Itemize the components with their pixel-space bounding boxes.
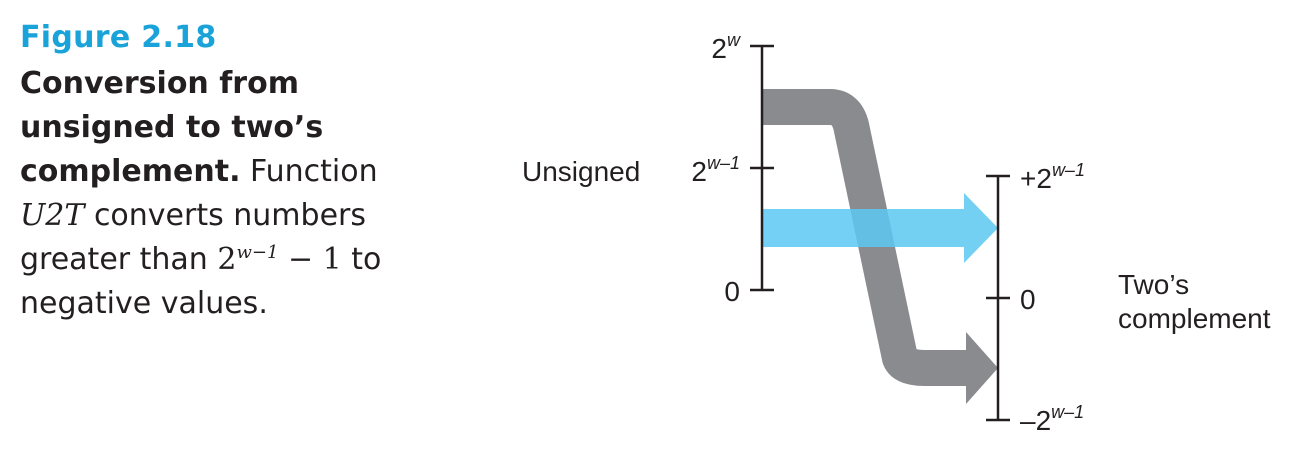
twos-complement-axis <box>986 174 1010 422</box>
right-tick-minus-2w-1: –2w–1 <box>1020 402 1084 436</box>
right-tick-minus-2w-1-base: –2 <box>1020 405 1051 436</box>
caption-text-function: Function <box>250 154 378 189</box>
caption-text-mid: converts numbers greater than <box>20 198 366 277</box>
unsigned-axis <box>750 44 774 292</box>
left-tick-2w-1: 2w–1 <box>691 153 740 187</box>
right-tick-zero: 0 <box>1020 284 1036 315</box>
left-tick-2w: 2w <box>711 30 741 64</box>
right-tick-minus-2w-1-exp: w–1 <box>1051 402 1084 422</box>
threshold-expression: 2w−1 − 1 <box>217 242 341 277</box>
gray-arrowhead <box>966 332 998 404</box>
function-name: U2T <box>20 198 85 233</box>
left-tick-2w-exp: w <box>727 30 741 50</box>
twos-complement-axis-title-line2: complement <box>1118 303 1271 334</box>
caption-text-end: to negative values. <box>20 242 382 321</box>
right-tick-plus-2w-1-base: +2 <box>1020 163 1052 194</box>
right-tick-plus-2w-1: +2w–1 <box>1020 160 1085 194</box>
left-tick-2w-base: 2 <box>711 33 727 64</box>
right-tick-plus-2w-1-exp: w–1 <box>1052 160 1085 180</box>
twos-complement-axis-title-line1: Two’s <box>1118 269 1189 300</box>
left-tick-2w-1-base: 2 <box>691 156 707 187</box>
left-tick-2w-1-exp: w–1 <box>707 153 740 173</box>
threshold-base: 2 <box>217 242 237 277</box>
figure-label: Figure 2.18 <box>20 20 217 55</box>
caption-title: Conversion from unsigned to two’s comple… <box>20 66 324 189</box>
blue-identity-arrow <box>762 193 998 263</box>
unsigned-axis-title: Unsigned <box>522 156 640 187</box>
caption-body: Conversion from unsigned to two’s comple… <box>20 62 420 326</box>
threshold-rest: − 1 <box>287 242 342 277</box>
figure-caption: Figure 2.18 Conversion from unsigned to … <box>20 20 420 326</box>
threshold-exponent: w−1 <box>236 242 279 263</box>
left-tick-zero: 0 <box>724 276 740 307</box>
